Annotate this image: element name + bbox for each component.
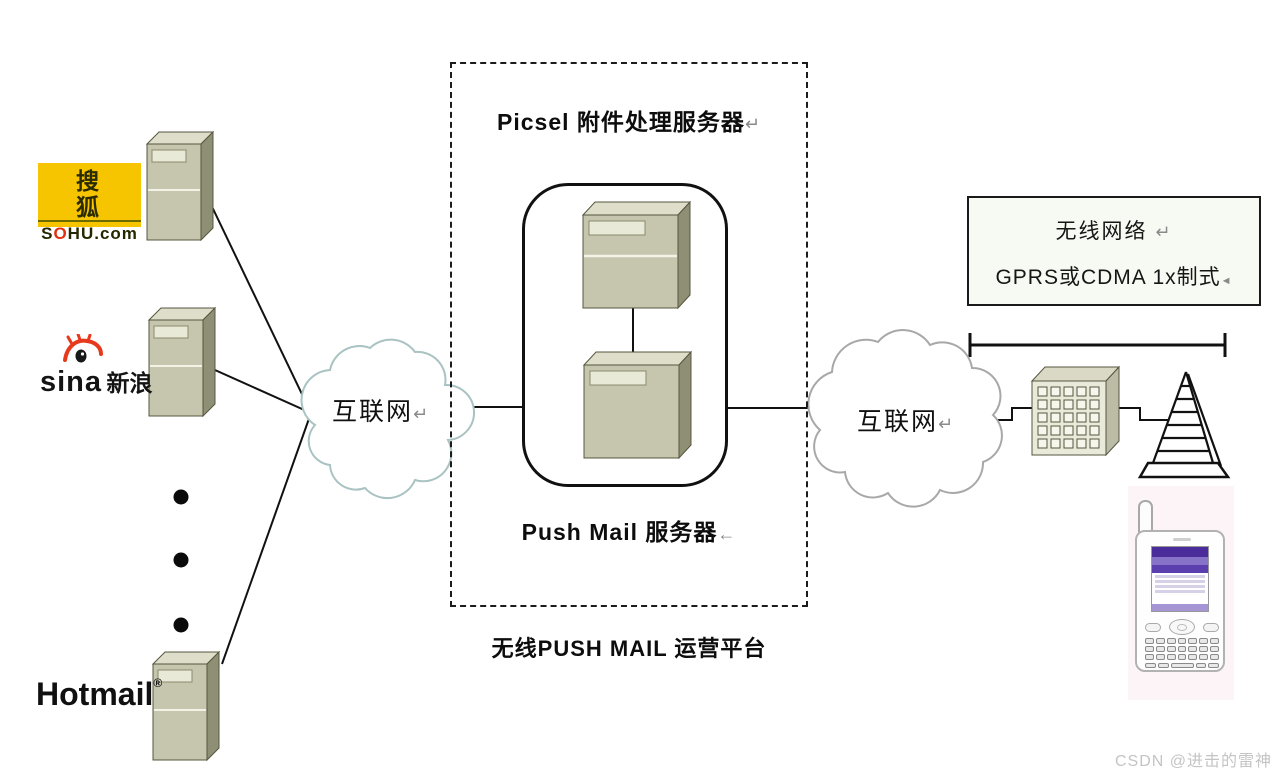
phone-screen-titlebar — [1152, 547, 1208, 557]
internet-cloud-right — [807, 329, 1003, 508]
paragraph-mark: ↵ — [744, 114, 761, 134]
wireless-standard-text: GPRS或CDMA 1x制式◄ — [969, 261, 1259, 291]
pushmail-label-text: Push Mail 服务器 — [521, 519, 718, 545]
sina-logo-en: sina — [40, 366, 103, 398]
phone-dpad — [1169, 619, 1195, 635]
phone-earpiece — [1173, 538, 1191, 541]
phone-controls — [1145, 618, 1219, 636]
phone-keyboard-bottom-row — [1145, 663, 1219, 668]
platform-caption: 无线PUSH MAIL 运营平台 — [491, 636, 767, 661]
picsel-title-text: Picsel 附件处理服务器 — [497, 109, 745, 135]
arrow-mark: ← — [717, 524, 737, 544]
phone-button-left — [1145, 622, 1161, 632]
sina-eye-icon — [63, 334, 103, 363]
picsel-title: Picsel 附件处理服务器↵ — [452, 103, 806, 137]
sohu-logo: 搜 狐 SOHU.com — [38, 163, 141, 243]
phone-button-right — [1203, 622, 1219, 632]
wireless-span-bracket — [968, 333, 1227, 357]
paragraph-mark: ↵ — [412, 404, 431, 424]
paragraph-mark: ◄ — [1220, 275, 1233, 287]
sohu-en-o: O — [53, 224, 68, 243]
base-station-icon — [1030, 365, 1121, 457]
internet-label-left: 互联网↵ — [313, 392, 449, 428]
antenna-tower-icon — [1137, 371, 1231, 479]
sina-logo: sina 新浪 — [40, 334, 170, 398]
internet-label-left-text: 互联网 — [331, 398, 413, 426]
pushmail-server-group-frame — [522, 183, 728, 487]
wireless-network-box: 无线网络 ↵ GPRS或CDMA 1x制式◄ — [967, 196, 1261, 306]
phone-screen-selected-row — [1152, 565, 1208, 573]
phone-keyboard — [1145, 638, 1219, 660]
internet-cloud-left — [300, 338, 475, 500]
phone-screen-text-line — [1155, 580, 1205, 583]
phone-screen-statusbar — [1152, 604, 1208, 611]
watermark: CSDN @进击的雷神 — [1114, 753, 1272, 770]
smartphone — [1128, 486, 1234, 700]
sohu-logo-cn: 搜 狐 — [38, 168, 141, 222]
sina-logo-cn: 新浪 — [106, 370, 153, 396]
paragraph-mark: ↵ — [1155, 222, 1173, 242]
sohu-en-s: S — [41, 224, 54, 243]
internet-label-right-text: 互联网 — [856, 408, 938, 436]
sohu-server-icon — [146, 131, 214, 241]
hotmail-logo: Hotmail® — [36, 676, 176, 724]
platform-dashed-box — [450, 62, 808, 607]
phone-screen — [1151, 546, 1209, 612]
sohu-en-rest: HU.com — [67, 224, 138, 243]
pushmail-server-label: Push Mail 服务器← — [452, 513, 806, 547]
phone-screen-menubar — [1152, 557, 1208, 565]
phone-screen-text-line — [1155, 575, 1205, 578]
phone-body — [1135, 530, 1225, 672]
sohu-logo-en: SOHU.com — [38, 222, 141, 246]
paragraph-mark: ↵ — [937, 414, 956, 434]
hotmail-logo-text: Hotmail — [36, 676, 154, 712]
wireless-standard-text-value: GPRS或CDMA 1x制式 — [995, 266, 1221, 289]
hotmail-reg-mark: ® — [153, 676, 163, 690]
more-providers-dots — [173, 489, 189, 633]
wireless-network-title-text: 无线网络 — [1055, 220, 1148, 243]
wireless-network-title: 无线网络 ↵ — [969, 215, 1259, 245]
connection-lines — [203, 189, 1168, 665]
phone-screen-text-line — [1155, 590, 1205, 593]
phone-screen-text-line — [1155, 585, 1205, 588]
internet-label-right: 互联网↵ — [820, 402, 992, 438]
